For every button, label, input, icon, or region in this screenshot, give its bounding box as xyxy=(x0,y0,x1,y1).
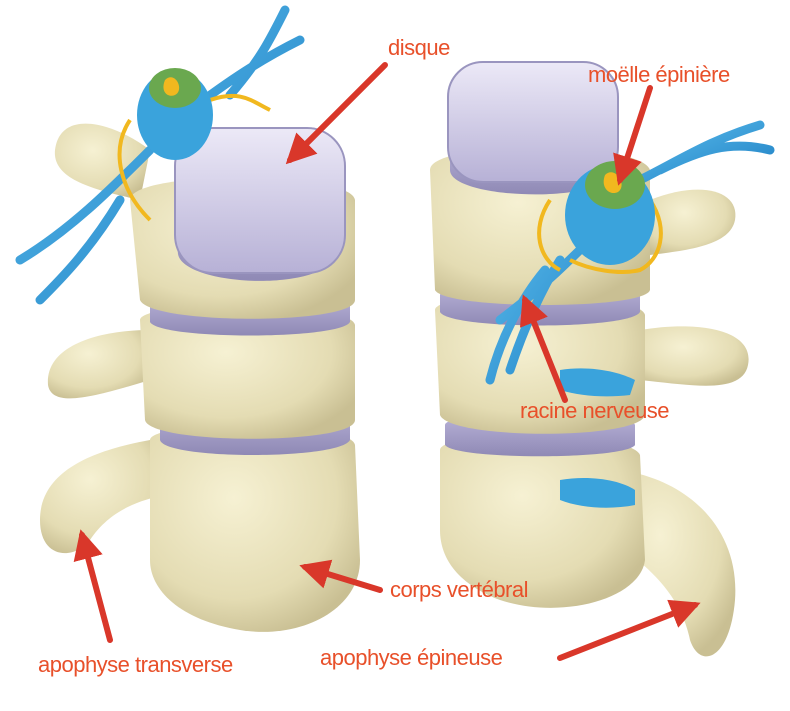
transverse-process xyxy=(40,440,165,554)
spinal-canal-nerve xyxy=(560,478,635,508)
label-moelle-epiniere: moëlle épinière xyxy=(588,62,730,87)
nerve-sheath xyxy=(537,198,663,274)
spinal-nerve xyxy=(635,120,775,185)
spinal-canal-nerve xyxy=(560,368,635,397)
right-vertebral-column xyxy=(430,61,775,657)
arrow-icon xyxy=(557,599,701,661)
vertebral-body xyxy=(140,305,355,439)
nerve-sheath xyxy=(117,93,271,222)
label-racine-nerveuse: racine nerveuse xyxy=(520,398,669,423)
label-apophyse-epineuse: apophyse épineuse xyxy=(320,645,503,670)
label-corps-vertebral: corps vertébral xyxy=(390,577,528,602)
vertebral-body xyxy=(435,295,645,434)
label-apophyse-transverse: apophyse transverse xyxy=(38,652,233,677)
label-disque: disque xyxy=(388,35,450,60)
annotation-arrows xyxy=(73,62,701,661)
arrow-icon xyxy=(285,62,388,165)
labels: disque moëlle épinière racine nerveuse c… xyxy=(38,35,730,677)
arrow-icon xyxy=(519,294,568,403)
spinous-process xyxy=(640,326,749,386)
intervertebral-disc-top xyxy=(447,61,619,183)
arrow-icon xyxy=(73,529,113,643)
arrow-icon xyxy=(299,559,383,593)
vertebral-body xyxy=(150,425,360,632)
transverse-process xyxy=(47,330,150,399)
arrow-icon xyxy=(613,85,653,186)
intervertebral-disc-top xyxy=(174,127,346,274)
spinal-nerve xyxy=(15,5,305,305)
spinal-cord-grey-matter xyxy=(163,77,180,96)
spinous-process xyxy=(650,189,736,255)
left-vertebral-column xyxy=(15,5,360,632)
